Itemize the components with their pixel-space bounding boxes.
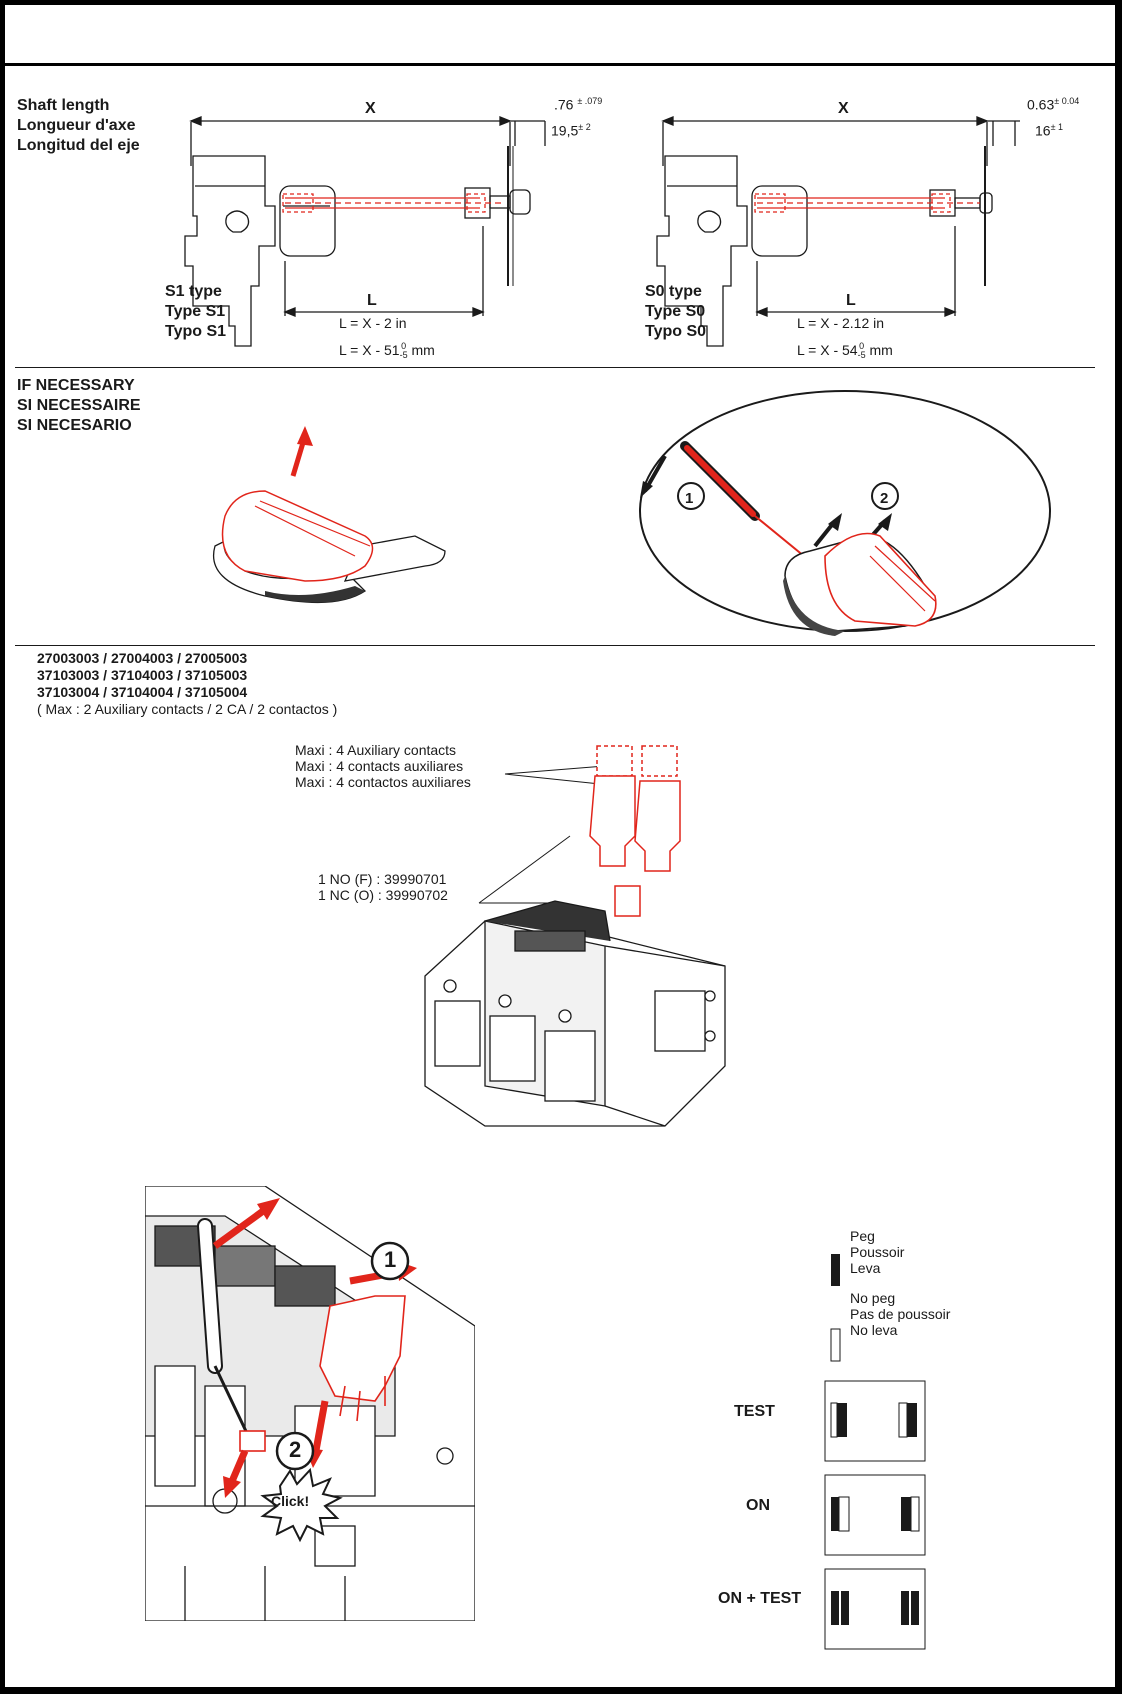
s0-type-en: S0 type	[645, 283, 702, 300]
s1-tol-bottom-value: 19,5	[551, 122, 579, 139]
heading-fr: Longueur d'axe	[17, 117, 136, 134]
peg-configuration-table	[824, 1380, 926, 1650]
s1-shaft-drawing	[184, 116, 546, 347]
s0-type-label: S0 type Type S0 Typo S0	[645, 282, 706, 342]
s0-tol-bottom-value: 16	[1035, 122, 1051, 139]
install-step-2: 2	[289, 1437, 302, 1462]
if-necessary-fr: SI NECESSAIRE	[17, 397, 141, 414]
s0-tol-bottom-sup: ± 1	[1050, 122, 1064, 132]
row-label-on-test: ON + TEST	[718, 1590, 802, 1607]
s1-formula-mm-prefix: L = X - 51	[339, 342, 400, 358]
handle-illustration	[213, 426, 446, 604]
cell-on-test	[824, 1568, 926, 1650]
shaft-length-heading: Shaft length Longueur d'axe Longitud del…	[17, 96, 140, 156]
legend-no-peg: No peg Pas de poussoir No leva	[850, 1290, 950, 1338]
reference-line-2: 37103003 / 37104003 / 37105003	[37, 667, 248, 683]
maxi-fr: Maxi : 4 contacts auxiliares	[295, 758, 464, 774]
s1-x-label: X	[365, 100, 376, 117]
code-nc: 1 NC (O) : 39990702	[318, 887, 448, 903]
page-header-bar	[5, 5, 1115, 63]
s0-x-label: X	[838, 100, 849, 117]
s0-shaft-drawing	[656, 116, 1020, 347]
removal-step-2: 2	[880, 490, 889, 507]
s1-formula-mm-sub: -5	[399, 350, 408, 361]
s0-tolerance-bottom: 16± 1	[1035, 122, 1063, 139]
s1-formula-inches: L = X - 2 in	[339, 315, 407, 331]
s0-formula-mm-unit: mm	[869, 342, 893, 358]
section-divider-2	[15, 645, 1095, 646]
peg-swatch	[831, 1254, 840, 1286]
legend-peg-es: Leva	[850, 1260, 881, 1276]
s1-tolerance-bottom: 19,5± 2	[551, 122, 591, 139]
aux-contact-installation	[145, 1186, 475, 1621]
reference-line-3: 37103004 / 37104004 / 37105004 ( Max : 2…	[37, 684, 337, 718]
s0-formula-mm-sup: 0	[859, 341, 865, 352]
legend-no-peg-es: No leva	[850, 1322, 898, 1338]
code-no: 1 NO (F) : 39990701	[318, 871, 447, 887]
s0-tol-top-sup: ± 0.04	[1054, 96, 1080, 106]
s0-tol-top-value: 0.63	[1027, 96, 1055, 113]
s1-formula-mm-unit: mm	[411, 342, 435, 358]
s1-tol-top-sup: ± .079	[577, 96, 603, 106]
maxi-contacts-label: Maxi : 4 Auxiliary contacts Maxi : 4 con…	[295, 742, 471, 790]
click-burst-label: Click!	[271, 1493, 310, 1509]
section-divider-1	[15, 367, 1095, 368]
if-necessary-heading: IF NECESSARY SI NECESSAIRE SI NECESARIO	[17, 376, 141, 436]
reference-line-1: 27003003 / 27004003 / 27005003	[37, 650, 248, 666]
if-necessary-en: IF NECESSARY	[17, 377, 135, 394]
heading-es: Longitud del eje	[17, 137, 140, 154]
install-step-1: 1	[384, 1247, 397, 1272]
legend-swatches	[830, 1254, 841, 1362]
s1-type-fr: Type S1	[165, 303, 226, 320]
handle-removal-detail	[639, 390, 1051, 636]
s0-formula-mm-prefix: L = X - 54	[797, 342, 858, 358]
removal-step-1: 1	[685, 490, 694, 507]
switch-with-aux-contacts	[424, 745, 726, 1127]
reference-line-3-codes: 37103004 / 37104004 / 37105004	[37, 684, 248, 700]
legend-peg-fr: Poussoir	[850, 1244, 905, 1260]
row-label-on: ON	[746, 1497, 770, 1514]
s1-tolerance-top: .76 ± .079	[554, 96, 602, 113]
s0-formula-inches: L = X - 2.12 in	[797, 315, 885, 331]
no-peg-swatch	[830, 1328, 841, 1362]
legend-no-peg-en: No peg	[850, 1290, 896, 1306]
s0-tolerance-top: 0.63± 0.04	[1027, 96, 1079, 113]
s1-type-en: S1 type	[165, 283, 222, 300]
s0-formula-mm-sub: -5	[857, 350, 866, 361]
s1-tol-bottom-sup: ± 2	[578, 122, 591, 132]
page-content: Shaft length Longueur d'axe Longitud del…	[5, 66, 1115, 1687]
legend-peg-en: Peg	[850, 1228, 875, 1244]
s1-formula-mm-sup: 0	[401, 341, 407, 352]
heading-en: Shaft length	[17, 97, 110, 114]
s0-type-es: Typo S0	[645, 323, 707, 340]
row-label-test: TEST	[734, 1403, 775, 1420]
reference-list: 27003003 / 27004003 / 27005003 37103003 …	[37, 650, 337, 718]
s1-tol-top-value: .76	[554, 96, 574, 113]
legend-peg: Peg Poussoir Leva	[850, 1228, 904, 1276]
s1-type-es: Typo S1	[165, 323, 227, 340]
s0-l-label: L	[846, 292, 856, 309]
maxi-en: Maxi : 4 Auxiliary contacts	[295, 742, 457, 758]
legend-no-peg-fr: Pas de poussoir	[850, 1306, 951, 1322]
aux-contact-codes: 1 NO (F) : 39990701 1 NC (O) : 39990702	[318, 871, 448, 903]
s0-type-fr: Type S0	[645, 303, 706, 320]
s1-l-label: L	[367, 292, 377, 309]
s1-type-label: S1 type Type S1 Typo S1	[165, 282, 226, 342]
if-necessary-es: SI NECESARIO	[17, 417, 132, 434]
maxi-es: Maxi : 4 contactos auxiliares	[295, 774, 471, 790]
reference-line-3-note: ( Max : 2 Auxiliary contacts / 2 CA / 2 …	[37, 701, 338, 717]
